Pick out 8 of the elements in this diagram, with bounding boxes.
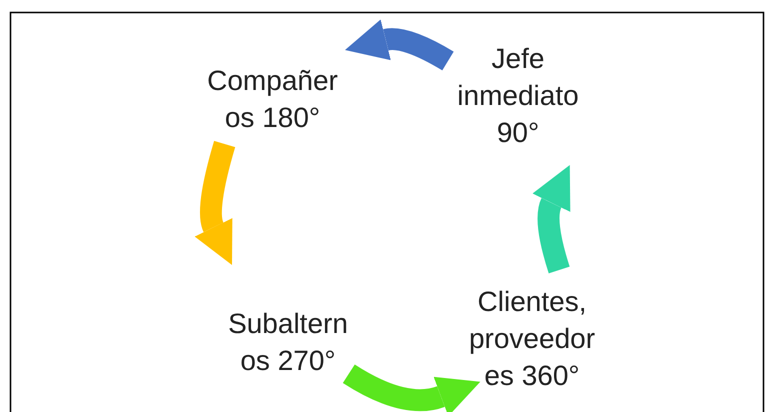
node-label: Jefe inmediato 90° xyxy=(456,42,580,150)
arrow xyxy=(194,140,236,267)
node-label: Compañer os 180° xyxy=(206,64,339,135)
arrow xyxy=(344,19,454,70)
arrow xyxy=(532,164,571,274)
arrow xyxy=(343,364,482,412)
node-label: Subaltern os 270° xyxy=(227,307,349,378)
node-label: Clientes, proveedor es 360° xyxy=(468,285,596,393)
